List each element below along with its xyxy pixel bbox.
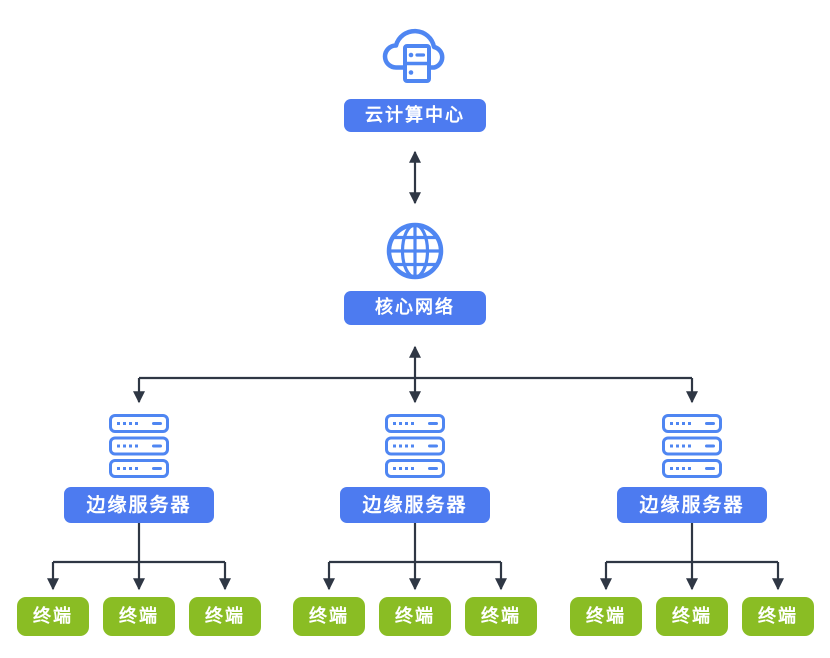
server-rack-icon: [109, 414, 169, 478]
terminal-node: 终端: [570, 597, 642, 636]
edge-server-label: 边缘服务器: [340, 487, 490, 523]
server-rack-icon: [662, 414, 722, 478]
terminal-node: 终端: [293, 597, 365, 636]
edge-terminal-branch-2: [600, 523, 784, 591]
terminal-node: 终端: [103, 597, 175, 636]
edge-server-label: 边缘服务器: [617, 487, 767, 523]
edge-server-label: 边缘服务器: [64, 487, 214, 523]
globe-icon: [385, 221, 445, 281]
network-edge-distribution: [133, 345, 698, 404]
terminal-node: 终端: [379, 597, 451, 636]
terminal-node: 终端: [465, 597, 537, 636]
terminal-node: 终端: [742, 597, 814, 636]
core-network-label: 核心网络: [344, 291, 486, 325]
terminal-node: 终端: [656, 597, 728, 636]
terminal-node: 终端: [189, 597, 261, 636]
cloud-server-icon: [379, 20, 451, 88]
edge-terminal-branch-1: [323, 523, 507, 591]
edge-terminal-branch-0: [47, 523, 231, 591]
terminal-node: 终端: [17, 597, 89, 636]
server-rack-icon: [385, 414, 445, 478]
cloud-center-label: 云计算中心: [344, 99, 486, 132]
